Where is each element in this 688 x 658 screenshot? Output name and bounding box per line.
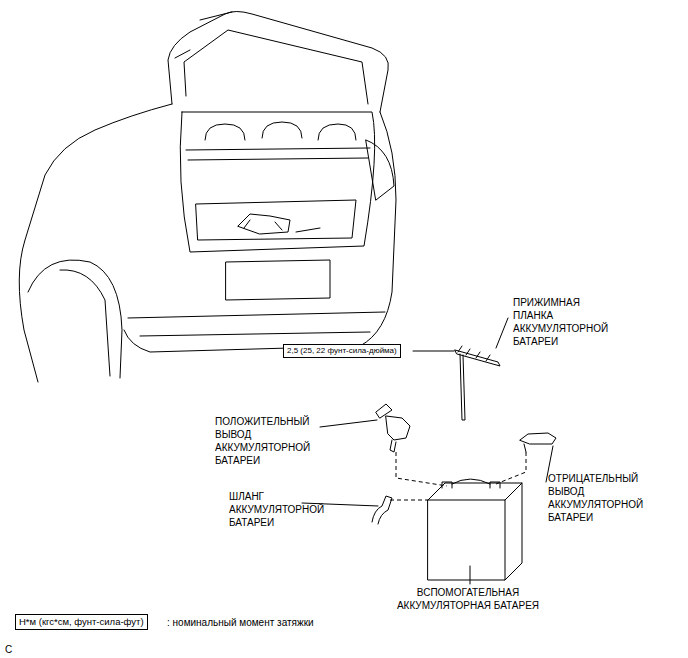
part-name: ВСПОМОГАТЕЛЬНАЯ АККУМУЛЯТОРНАЯ БАТАРЕЯ <box>373 586 563 612</box>
torque-value: Н*м (кгс*см, фунт-сила-фут) <box>19 616 144 628</box>
dashed-guide <box>396 452 447 486</box>
clamp-rod <box>460 354 465 420</box>
tail-light <box>366 140 394 200</box>
hatch-detail <box>175 12 232 58</box>
legend-text: : номинальный момент затяжки <box>167 616 314 629</box>
part-name: ШЛАНГ АККУМУЛЯТОРНОЙ БАТАРЕИ <box>229 490 324 529</box>
hatch-glass <box>184 30 368 104</box>
car-body <box>19 104 172 382</box>
positive-terminal <box>386 416 410 452</box>
wheel <box>60 270 110 376</box>
battery-posts <box>442 482 500 488</box>
cargo-opening <box>180 112 374 252</box>
battery-hose <box>372 496 392 524</box>
dashed-guide <box>496 452 526 484</box>
dashed-guide <box>390 500 428 501</box>
hatch <box>168 12 388 113</box>
wheel-arch <box>28 260 122 378</box>
headrests <box>205 122 356 140</box>
part-name: ОТРИЦАТЕЛЬНЫЙ ВЫВОД АККУМУЛЯТОРНОЙ БАТАР… <box>548 472 643 524</box>
cargo-floor <box>196 200 356 240</box>
battery-location <box>238 214 320 234</box>
part-name: ПРИЖИМНАЯ ПЛАНКА АККУМУЛЯТОРНОЙ БАТАРЕИ <box>513 296 608 348</box>
battery-handle <box>452 479 490 484</box>
negative-terminal <box>520 433 556 452</box>
parcel-shelf <box>186 148 370 160</box>
battery-side <box>505 483 522 580</box>
plate-area <box>226 260 330 300</box>
part-name: ПОЛОЖИТЕЛЬНЫЙ ВЫВОД АККУМУЛЯТОРНОЙ БАТАР… <box>215 415 310 467</box>
legend-unit-box: Н*м (кгс*см, фунт-сила-фут) <box>15 614 148 630</box>
hold-down-clamp <box>455 350 500 366</box>
torque-value: 2,5 (25, 22 фунт-сила-дюйма) <box>287 346 397 356</box>
car-rear <box>124 112 396 352</box>
torque-box: 2,5 (25, 22 фунт-сила-дюйма) <box>283 344 401 358</box>
battery-front <box>428 500 505 580</box>
positive-cable <box>376 404 392 418</box>
figure-code: C <box>5 643 12 656</box>
bumper <box>128 312 385 336</box>
